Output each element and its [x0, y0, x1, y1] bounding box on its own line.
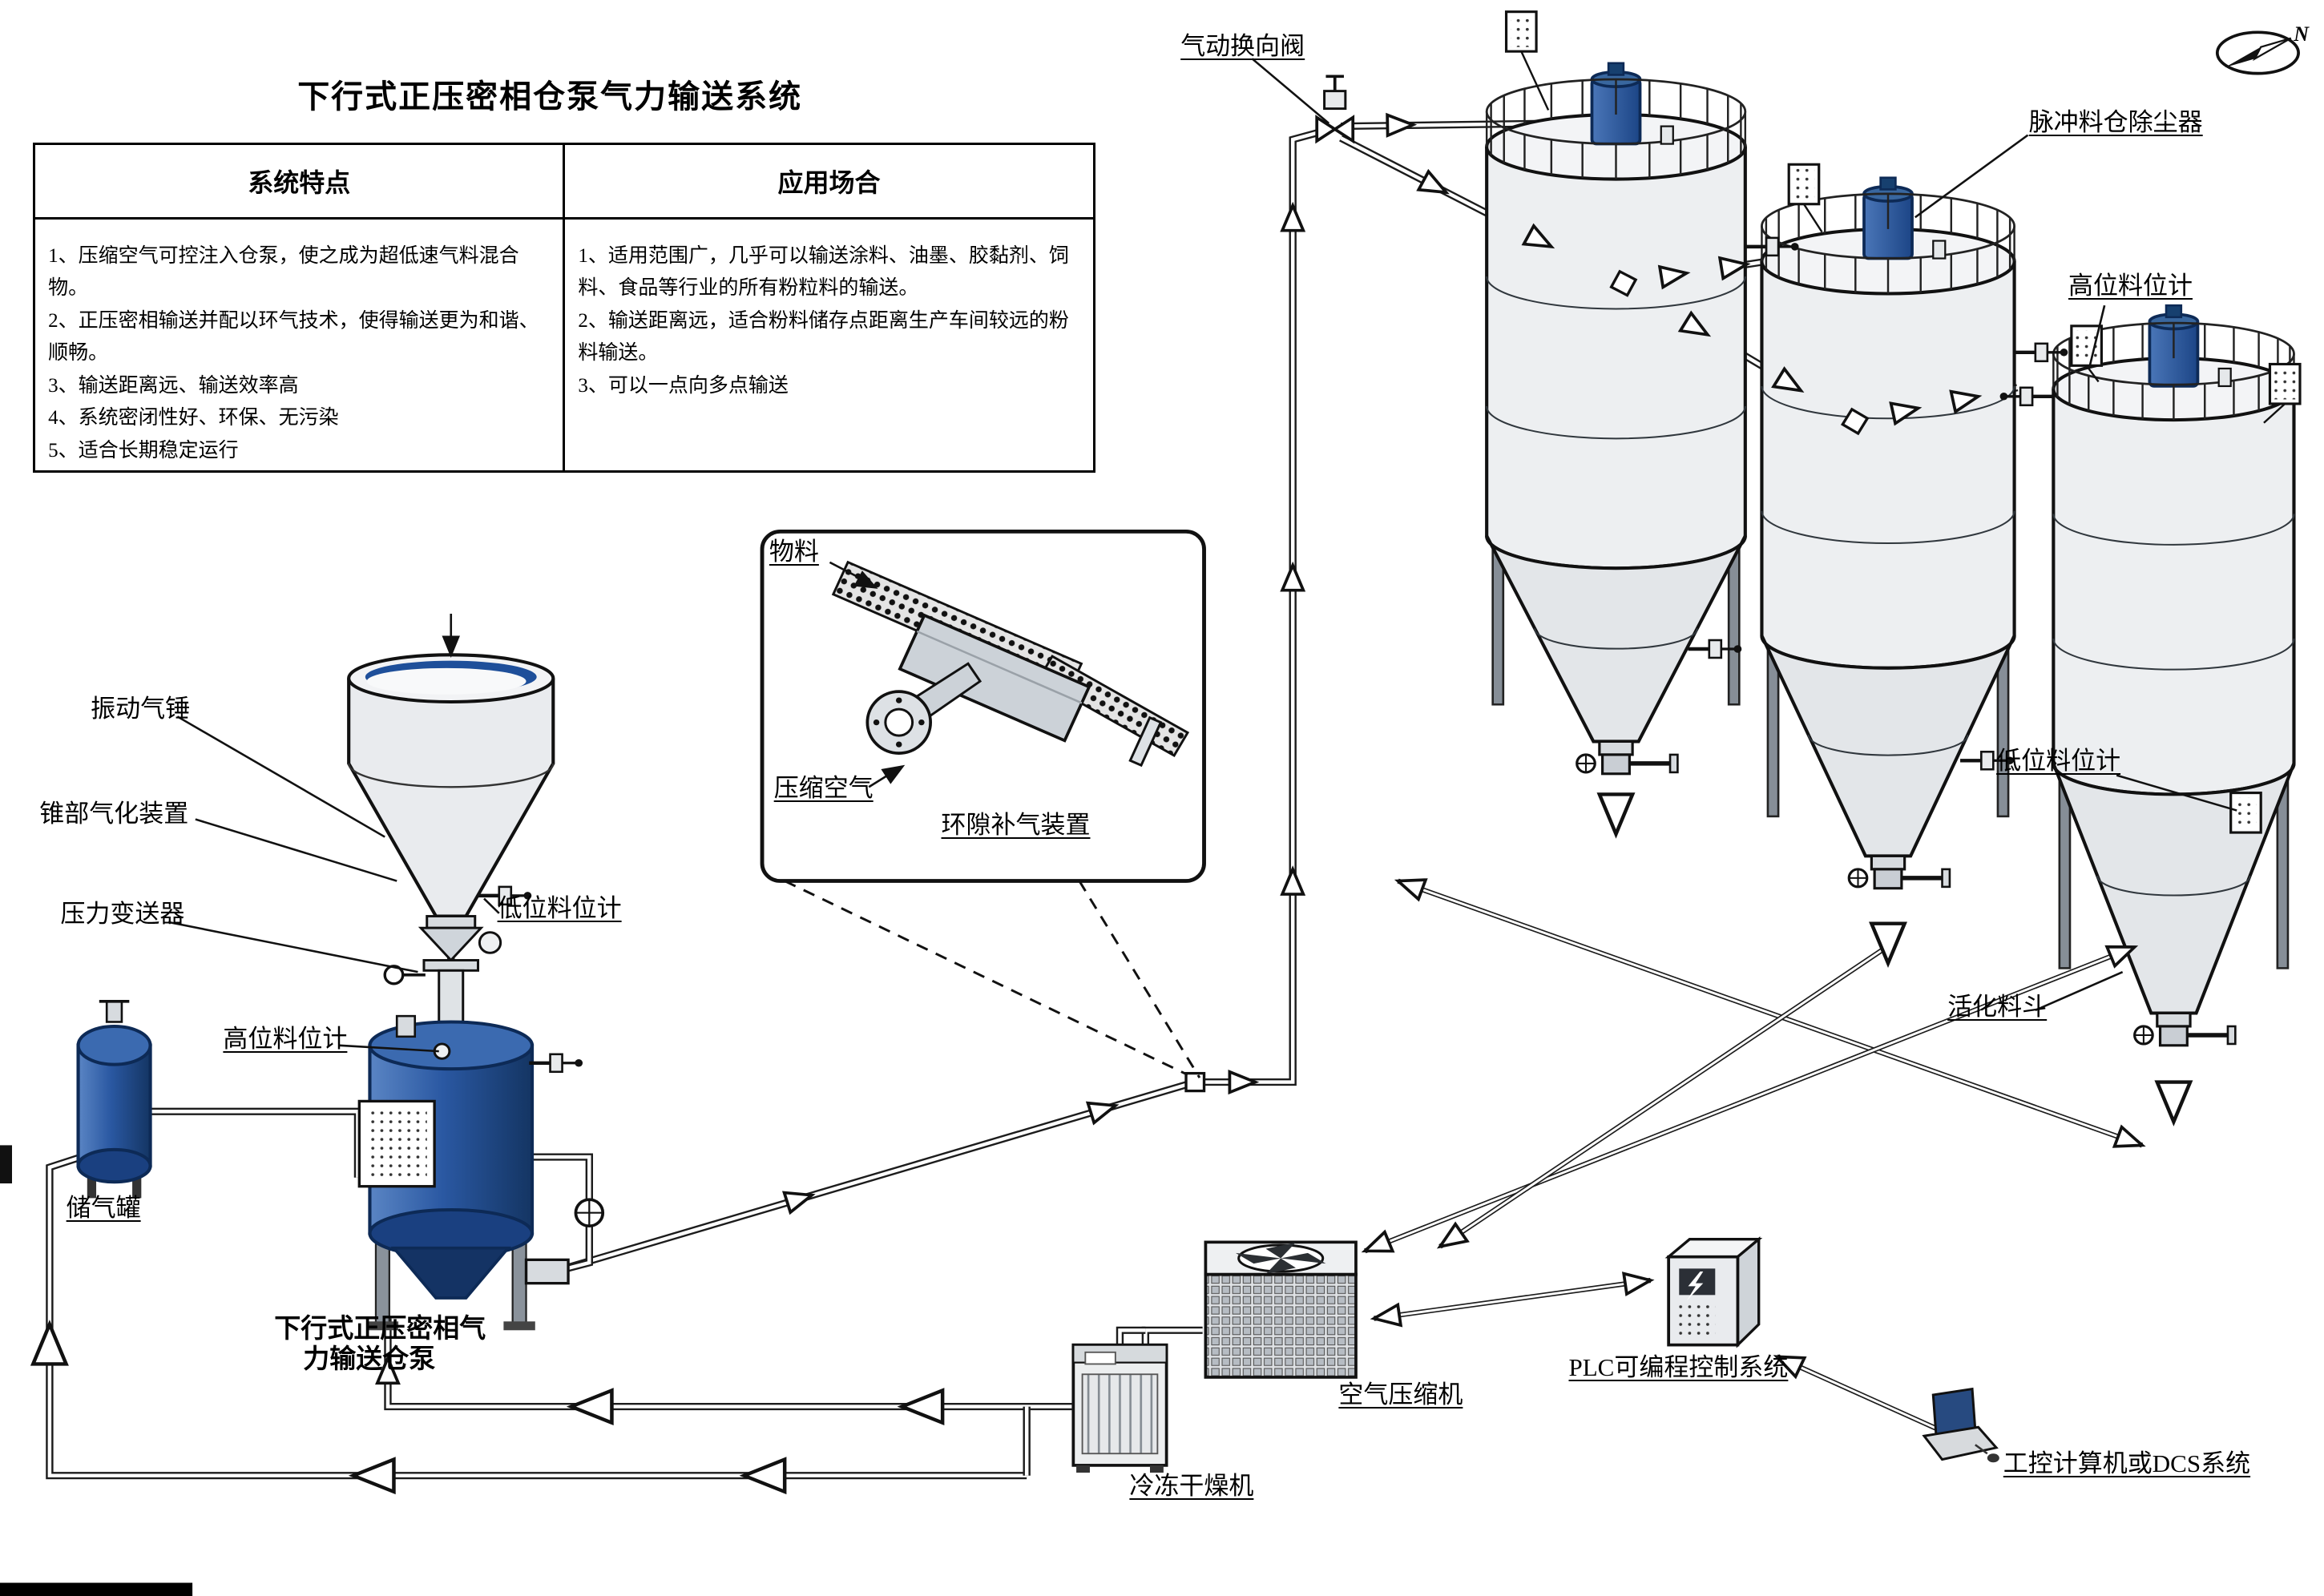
spec-table: 系统特点 应用场合 1、压缩空气可控注入仓泵，使之成为超低速气料混合物。 2、正…: [33, 142, 1095, 474]
vent-grille-icon: [2268, 362, 2302, 405]
feature-item: 2、正压密相输送并配以环气技术，使得输送更为和谐、顺畅。: [48, 309, 539, 365]
level-sensor-stub: [2014, 342, 2068, 363]
pressure-transmitter-icon: [383, 965, 405, 985]
label-air-tank: 储气罐: [66, 1194, 141, 1223]
frame-bar: [0, 1582, 193, 1596]
silo-1: [1485, 62, 1747, 776]
silo-2: [1760, 176, 2016, 890]
freeze-dryer: [1071, 1343, 1168, 1473]
level-sensor-stub: [529, 1053, 583, 1074]
level-sensor-stub: [1999, 386, 2054, 407]
air-storage-tank: [76, 999, 152, 1199]
table-header-applications: 应用场合: [777, 167, 881, 197]
label-pressure-transmitter: 压力变送器: [60, 900, 185, 929]
mouse-icon: [1987, 1453, 1999, 1463]
label-freeze-dryer: 冷冻干燥机: [1129, 1471, 1254, 1500]
label-annular-device: 环隙补气装置: [941, 810, 1091, 839]
label-cone-aeration: 锥部气化装置: [39, 799, 189, 828]
label-ipc: 工控计算机或DCS系统: [2003, 1449, 2251, 1477]
pipe-junction: [1609, 269, 1638, 297]
level-sensor-stub: [1745, 236, 1799, 257]
annular-air-device-inset: [760, 530, 1206, 883]
feature-item: 5、适合长期稳定运行: [48, 439, 239, 461]
storage-silos: [1485, 62, 2296, 1047]
label-pulse-dust-collector: 脉冲料仓除尘器: [2028, 108, 2203, 137]
level-sensor-stub: [478, 885, 532, 906]
label-compressed-air: 压缩空气: [773, 774, 874, 803]
label-vibration-hammer: 振动气锤: [91, 694, 191, 723]
label-compass-n: N: [2294, 22, 2310, 46]
level-sensor-stub: [1960, 750, 2014, 771]
label-diverter-valve: 气动换向阀: [1180, 31, 1305, 60]
vent-grille-icon: [2070, 324, 2103, 367]
label-conveying-pump: 下行式正压密相气 力输送仓泵: [274, 1315, 486, 1375]
applications-column: 1、适用范围广，几乎可以输送涂料、油墨、胶黏剂、饲料、食品等行业的所有粉粒料的输…: [565, 220, 1092, 470]
pneumatic-diverter-valve-icon: [1315, 75, 1355, 144]
vent-grille-icon: [1787, 163, 1821, 206]
level-sensor-stub: [1688, 639, 1742, 659]
plc-screen: [1679, 1268, 1716, 1296]
label-low-level-right: 低位料位计: [1996, 747, 2121, 776]
equipment-group: [0, 10, 2302, 1596]
feature-item: 3、输送距离远、输送效率高: [48, 374, 299, 397]
label-air-compressor: 空气压缩机: [1338, 1380, 1463, 1409]
lightning-icon: [1686, 1272, 1704, 1301]
features-column: 1、压缩空气可控注入仓泵，使之成为超低速气料混合物。 2、正压密相输送并配以环气…: [35, 219, 566, 471]
air-sleeve: [898, 613, 1091, 743]
table-header-features: 系统特点: [35, 144, 566, 217]
edge-fitting: [0, 1145, 13, 1184]
flange-icon: [1128, 715, 1163, 768]
label-material: 物料: [769, 538, 819, 566]
application-item: 1、适用范围广，几乎可以输送涂料、油墨、胶黏剂、饲料、食品等行业的所有粉粒料的输…: [578, 244, 1069, 300]
vent-grille-icon: [2229, 792, 2262, 834]
label-high-level-right: 高位料位计: [2068, 271, 2193, 300]
pipe-junction: [1840, 407, 1870, 436]
label-plc: PLC可编程控制系统: [1568, 1353, 1789, 1382]
industrial-computer: [1922, 1387, 1999, 1463]
feature-item: 1、压缩空气可控注入仓泵，使之成为超低速气料混合物。: [48, 244, 519, 300]
air-compressor: [1204, 1240, 1358, 1379]
conveying-pump-vessel: [357, 1014, 605, 1331]
vent-grille-icon: [1504, 10, 1538, 53]
plc-cabinet: [1664, 1236, 1763, 1348]
feed-hopper: [347, 653, 555, 918]
label-low-level-left: 低位料位计: [497, 893, 622, 922]
label-high-level-left: 高位料位计: [223, 1024, 348, 1053]
annotation-overlay: [33, 58, 2237, 1492]
page-title: 下行式正压密相仓泵气力输送系统: [297, 78, 803, 115]
application-item: 2、输送距离远，适合粉料储存点距离生产车间较远的粉料输送。: [578, 309, 1069, 365]
silo-3: [2052, 304, 2296, 1047]
label-activation-hopper: 活化料斗: [1947, 993, 2048, 1022]
compass-icon: [2215, 30, 2300, 75]
pipe-junction: [1184, 1071, 1206, 1093]
application-item: 3、可以一点向多点输送: [578, 374, 789, 397]
feature-item: 4、系统密闭性好、环保、无污染: [48, 407, 339, 429]
